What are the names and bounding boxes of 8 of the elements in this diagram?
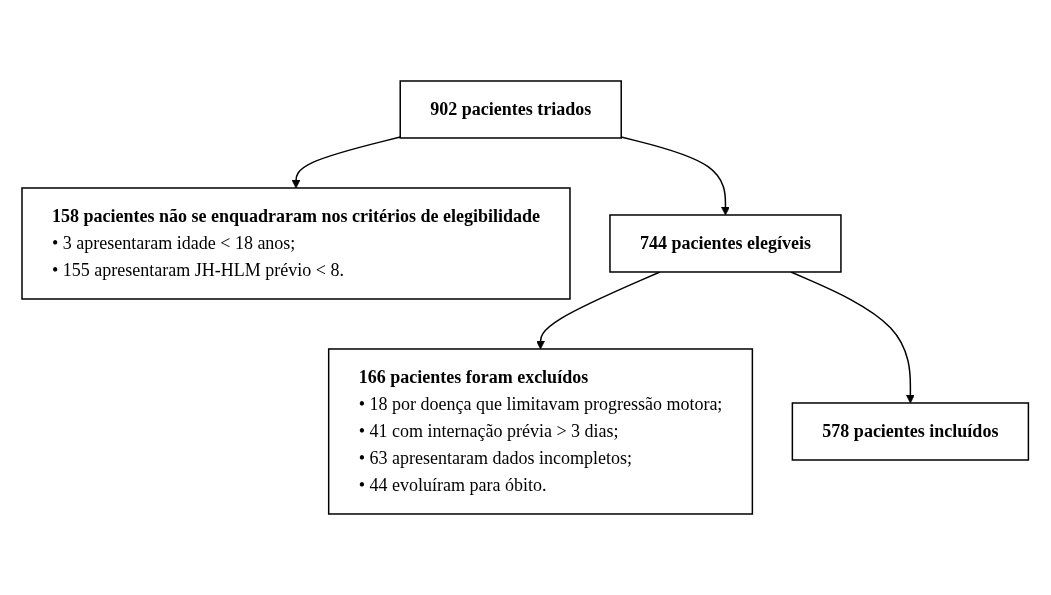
node-box: 166 pacientes foram excluídos • 18 por doença que limitavam progressão motora; • 41 com internação prévia > 3 dias; • 63 apresentaram dados incompletos; • 44 evoluíram para óbito.	[328, 348, 754, 515]
node-box: 578 pacientes incluídos	[791, 402, 1030, 461]
node-box: 158 pacientes não se enquadraram nos critérios de elegibilidade • 3 apresentaram idade < 18 anos; • 155 apresentaram JH-HLM prévio < 8.	[21, 187, 571, 300]
arrow	[790, 271, 916, 404]
node-box: 902 pacientes triados	[399, 80, 623, 139]
arrow	[620, 136, 731, 216]
node-box: 744 pacientes elegíveis	[609, 214, 842, 273]
arrow	[291, 136, 402, 189]
